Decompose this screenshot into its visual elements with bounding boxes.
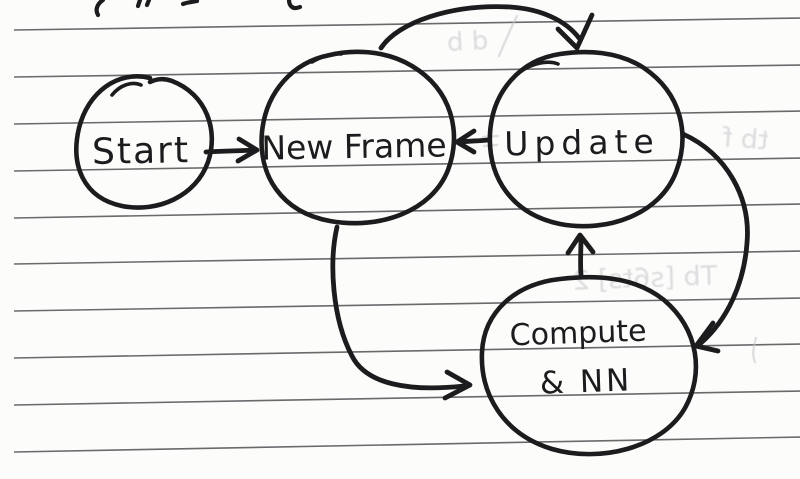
node-compute-nn-circle (479, 274, 699, 457)
top-edge-cutoff-strokes (94, 0, 303, 18)
node-new-frame-label: New Frame (261, 125, 447, 167)
ruled-line (13, 390, 800, 406)
arrow-shaft (330, 224, 467, 391)
pen-overlap-hook (518, 60, 560, 74)
bleed-through-mark: tb f (720, 122, 769, 156)
arrow-start-to-new-frame (203, 136, 260, 164)
node-new-frame: New Frame (259, 49, 457, 226)
ruled-line (13, 157, 800, 172)
node-update-circle (487, 49, 685, 229)
arrowhead-right-icon (235, 136, 260, 164)
cutoff-stroke (286, 0, 303, 11)
ruled-line (13, 436, 800, 453)
node-update: Update (487, 49, 685, 229)
node-new-frame-circle (259, 49, 457, 226)
node-compute-nn: Compute & NN (479, 274, 699, 457)
cutoff-stroke (144, 0, 152, 8)
arrowhead-up-icon (565, 232, 596, 256)
arrow-shaft (203, 147, 257, 155)
arrow-update-to-new-frame (454, 128, 491, 155)
cutoff-stroke (135, 0, 143, 9)
node-update-label: Update (504, 122, 660, 164)
arrow-new-frame-to-compute-nn (330, 224, 473, 401)
arrow-update-to-compute-nn (680, 131, 750, 354)
ruled-line (13, 343, 800, 359)
cutoff-stroke (180, 0, 200, 7)
arrow-shaft (458, 137, 491, 145)
node-start: Start (74, 74, 215, 210)
arrow-new-frame-to-update-top-arc (378, 4, 595, 51)
arrow-shaft (680, 131, 750, 346)
arrowhead-right-icon (442, 369, 473, 401)
bleed-through-mark: d b (446, 26, 489, 58)
node-start-label: Start (92, 130, 191, 173)
cutoff-stroke (94, 0, 106, 18)
ruled-line (13, 297, 800, 312)
arrow-shaft (378, 4, 582, 51)
node-start-circle (74, 74, 215, 210)
ruled-line (13, 110, 800, 125)
pen-overlap-hook (310, 52, 343, 64)
arrowhead-down-left-icon (693, 320, 721, 354)
pen-overlap-hook (110, 81, 143, 97)
ruled-line (13, 250, 800, 265)
arrow-compute-nn-to-update (565, 232, 596, 278)
arrowhead-down-icon (555, 12, 595, 51)
node-compute-nn-label-line1: Compute (509, 314, 647, 354)
arrowhead-left-icon (454, 128, 477, 155)
bleed-through-mark (497, 14, 519, 58)
node-compute-nn-label-line2: & NN (539, 362, 633, 401)
bleed-through-mark (752, 336, 758, 364)
